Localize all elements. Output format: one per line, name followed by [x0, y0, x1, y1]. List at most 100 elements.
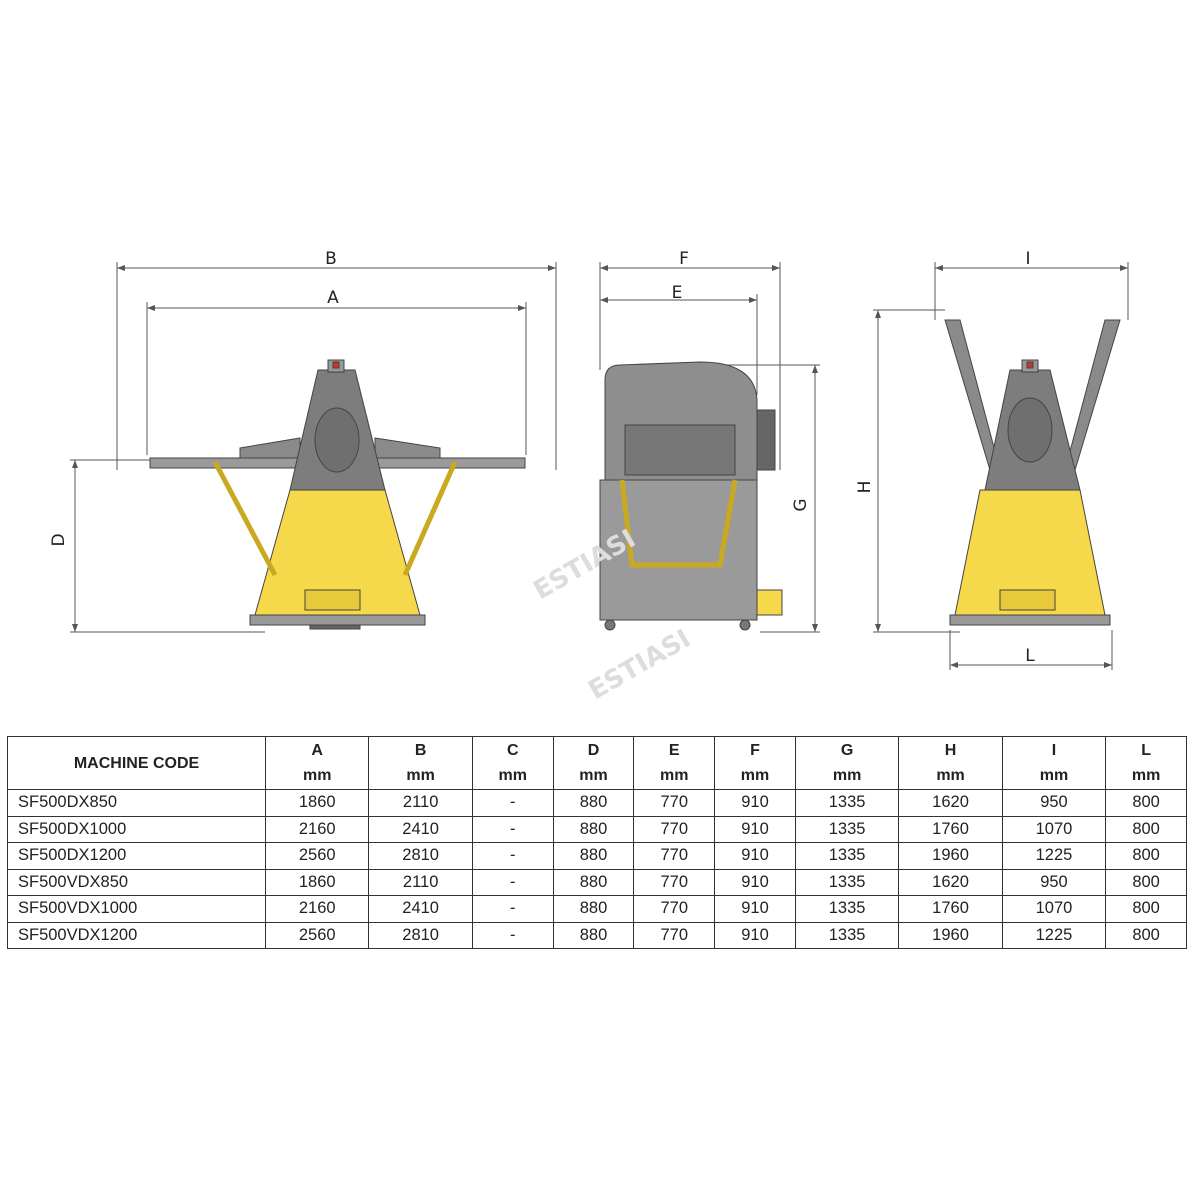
cell-dimension-d: 880	[552, 921, 635, 949]
cell-machine-code: SF500VDX850	[7, 868, 266, 896]
header-letter: H	[944, 742, 957, 759]
cell-dimension-b: 2110	[368, 868, 473, 896]
header-letter: E	[668, 742, 680, 759]
header-unit: mm	[406, 767, 435, 784]
side-view-machine	[599, 361, 783, 631]
header-letter: G	[840, 742, 854, 759]
header-unit: mm	[1039, 767, 1069, 784]
cell-dimension-b: 2810	[368, 921, 473, 949]
watermark: ESTIASI	[584, 624, 696, 706]
cell-dimension-d: 880	[552, 895, 635, 923]
cell-dimension-l: 800	[1105, 842, 1187, 870]
header-letter: F	[750, 742, 760, 759]
cell-dimension-f: 910	[714, 921, 796, 949]
cell-dimension-b: 2410	[368, 815, 473, 843]
cell-dimension-a: 1860	[264, 789, 370, 817]
cell-machine-code: SF500VDX1200	[7, 921, 266, 949]
cell-dimension-f: 910	[714, 789, 796, 817]
cell-dimension-b: 2810	[368, 842, 473, 870]
header-letter: D	[587, 742, 600, 759]
cell-dimension-g: 1335	[794, 842, 900, 870]
cell-dimension-h: 1760	[898, 815, 1003, 843]
dim-label-g: G	[791, 498, 811, 511]
cell-dimension-g: 1335	[794, 895, 900, 923]
cell-machine-code: SF500DX1000	[7, 815, 266, 843]
cell-dimension-h: 1960	[898, 921, 1003, 949]
cell-dimension-i: 950	[1001, 868, 1107, 896]
dimension-lines	[70, 262, 1129, 670]
cell-dimension-g: 1335	[794, 868, 900, 896]
end-view-machine	[944, 319, 1121, 626]
technical-drawing: B A D F E G I H L	[49, 249, 1129, 706]
cell-dimension-c: -	[471, 842, 554, 870]
header-letter: C	[506, 742, 519, 759]
cell-dimension-f: 910	[714, 868, 796, 896]
cell-dimension-g: 1335	[794, 815, 900, 843]
cell-dimension-i: 1070	[1001, 815, 1107, 843]
dim-label-i: I	[1025, 249, 1030, 269]
cell-dimension-l: 800	[1105, 789, 1187, 817]
cell-machine-code: SF500VDX1000	[7, 895, 266, 923]
header-letter: I	[1051, 742, 1057, 759]
header-machine-code: MACHINE CODE	[7, 736, 266, 790]
header-unit: mm	[832, 767, 862, 784]
cell-dimension-d: 880	[552, 789, 635, 817]
cell-dimension-g: 1335	[794, 921, 900, 949]
cell-dimension-h: 1960	[898, 842, 1003, 870]
cell-dimension-a: 2560	[264, 921, 370, 949]
cell-dimension-i: 1070	[1001, 895, 1107, 923]
dim-label-a: A	[327, 288, 339, 308]
cell-dimension-i: 1225	[1001, 921, 1107, 949]
header-unit: mm	[1131, 767, 1161, 784]
cell-dimension-b: 2410	[368, 895, 473, 923]
cell-dimension-e: 770	[633, 789, 716, 817]
cell-dimension-a: 1860	[264, 868, 370, 896]
cell-dimension-c: -	[471, 815, 554, 843]
header-unit: mm	[579, 767, 608, 784]
front-view-machine	[149, 359, 526, 630]
cell-dimension-c: -	[471, 868, 554, 896]
cell-dimension-b: 2110	[368, 789, 473, 817]
cell-machine-code: SF500DX850	[7, 789, 266, 817]
dim-label-f: F	[679, 249, 689, 269]
cell-dimension-g: 1335	[794, 789, 900, 817]
cell-dimension-c: -	[471, 789, 554, 817]
cell-dimension-c: -	[471, 895, 554, 923]
cell-dimension-a: 2160	[264, 815, 370, 843]
cell-machine-code: SF500DX1200	[7, 842, 266, 870]
cell-dimension-i: 950	[1001, 789, 1107, 817]
header-unit: mm	[498, 767, 527, 784]
cell-dimension-d: 880	[552, 868, 635, 896]
header-unit: mm	[302, 767, 332, 784]
cell-dimension-c: -	[471, 921, 554, 949]
header-unit: mm	[740, 767, 770, 784]
dim-label-e: E	[672, 283, 683, 303]
dim-label-d: D	[49, 533, 69, 546]
dim-label-b: B	[325, 249, 337, 269]
header-letter: A	[311, 742, 323, 759]
cell-dimension-e: 770	[633, 842, 716, 870]
cell-dimension-e: 770	[633, 815, 716, 843]
cell-dimension-e: 770	[633, 868, 716, 896]
cell-dimension-f: 910	[714, 895, 796, 923]
dim-label-h: H	[855, 481, 875, 494]
header-letter: L	[1141, 742, 1151, 759]
header-letter: B	[414, 742, 427, 759]
cell-dimension-a: 2560	[264, 842, 370, 870]
